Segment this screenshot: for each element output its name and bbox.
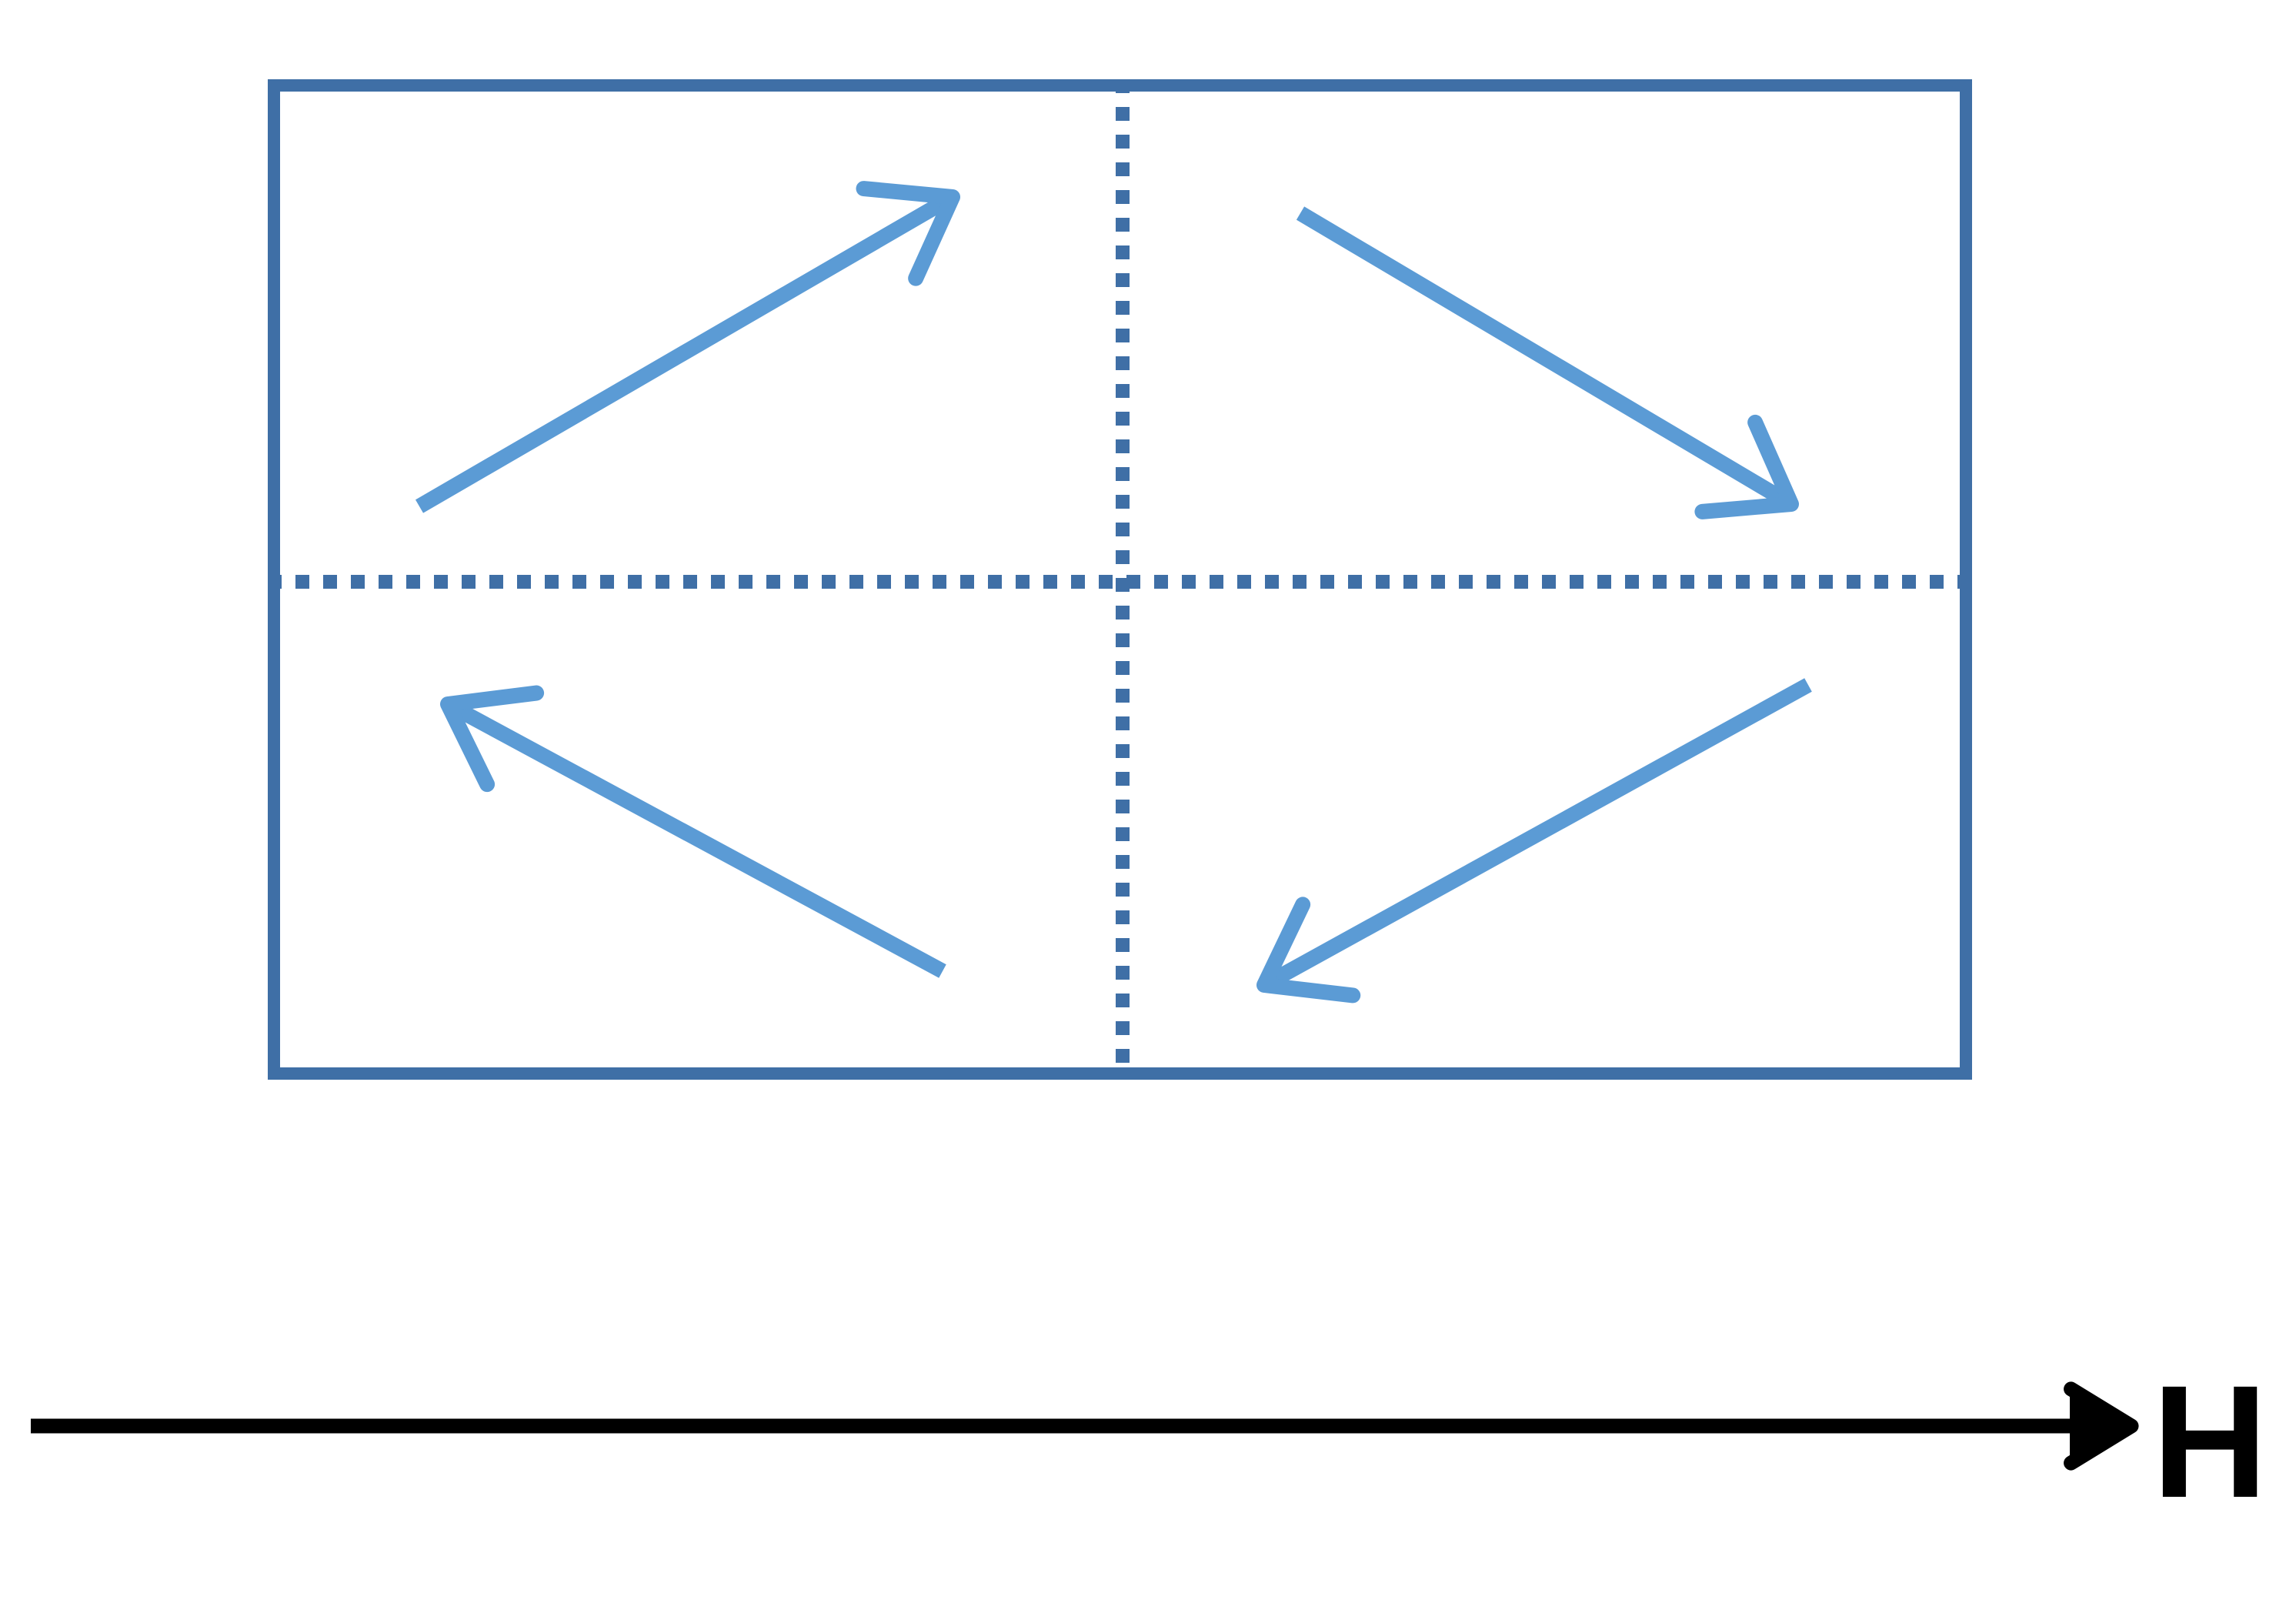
h-axis [31,1381,2139,1471]
arrow-top-left [415,181,960,513]
arrow-bottom-right [1256,678,1812,1004]
arrow-top-right [1296,206,1799,519]
arrow-bottom-left [440,685,946,978]
h-axis-label: H [2152,1353,2268,1531]
